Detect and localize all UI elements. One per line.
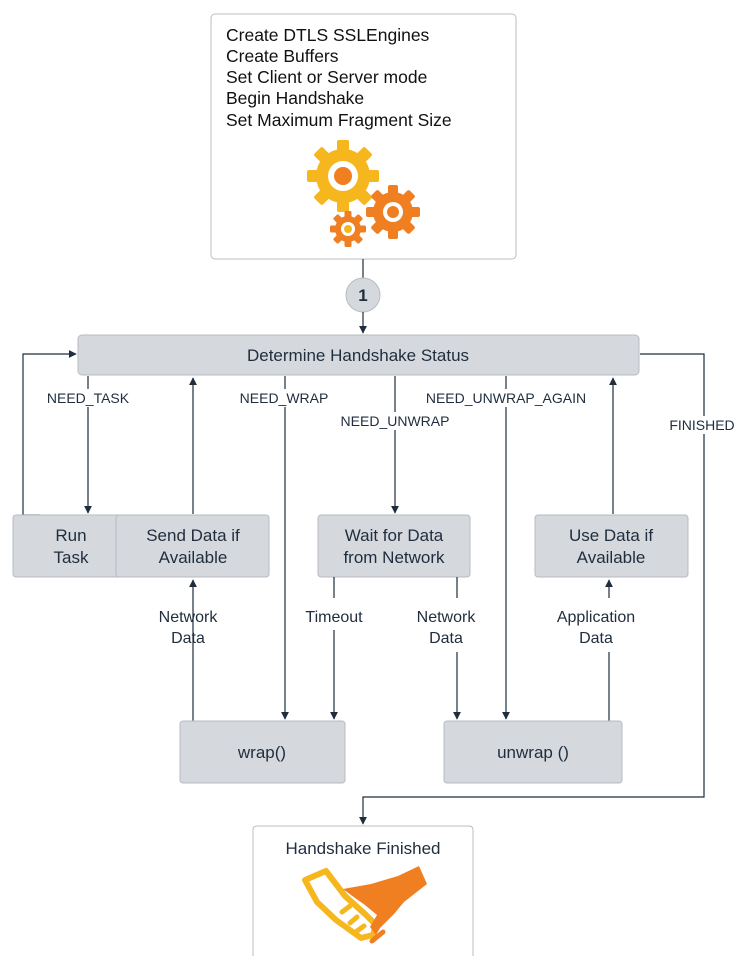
run-task-line-1: Run [55,526,86,545]
need-task-label: NEED_TASK [47,390,130,406]
need-unwrap-again-label: NEED_UNWRAP_AGAIN [426,390,586,406]
finished-label: FINISHED [669,417,734,433]
run-task-line-2: Task [54,548,89,567]
network-data-right-line-1: Network [417,609,477,626]
application-data-line-1: Application [557,609,635,626]
use-data-line-2: Available [577,548,646,567]
step-badge: 1 [345,277,381,313]
use-data-line-1: Use Data if [569,526,653,545]
run-task-return-arrow [22,350,77,516]
send-data-line-1: Send Data if [146,526,240,545]
gears-icon [307,140,420,247]
finished-box-title: Handshake Finished [286,839,441,858]
network-data-left-line-2: Data [171,630,205,647]
status-box: Determine Handshake Status [77,334,640,376]
network-data-left-line-1: Network [159,609,219,626]
setup-line-4: Begin Handshake [226,88,364,108]
wrap-box: wrap() [179,720,346,784]
setup-line-3: Set Client or Server mode [226,67,427,87]
setup-line-5: Set Maximum Fragment Size [226,110,452,130]
wait-data-line-2: from Network [343,548,445,567]
finished-box: Handshake Finished [252,825,474,956]
application-data-line-2: Data [579,630,613,647]
send-data-box: Send Data if Available [115,514,270,578]
wait-data-line-1: Wait for Data [345,526,444,545]
unwrap-box: unwrap () [443,720,623,784]
handshake-icon [302,866,427,944]
step-badge-number: 1 [358,286,367,305]
send-data-line-2: Available [159,548,228,567]
unwrap-label: unwrap () [497,743,569,762]
need-wrap-label: NEED_WRAP [240,390,329,406]
status-box-label: Determine Handshake Status [247,346,469,365]
need-unwrap-label: NEED_UNWRAP [341,413,450,429]
network-data-right-line-2: Data [429,630,463,647]
setup-box: Create DTLS SSLEngines Create Buffers Se… [210,13,517,260]
timeout-label: Timeout [305,609,363,626]
setup-line-1: Create DTLS SSLEngines [226,25,430,45]
wait-data-box: Wait for Data from Network [317,514,471,578]
finished-arrow [359,353,705,825]
setup-line-2: Create Buffers [226,46,339,66]
use-data-box: Use Data if Available [534,514,689,578]
wrap-label: wrap() [237,743,286,762]
run-task-box: Run Task [12,514,131,578]
